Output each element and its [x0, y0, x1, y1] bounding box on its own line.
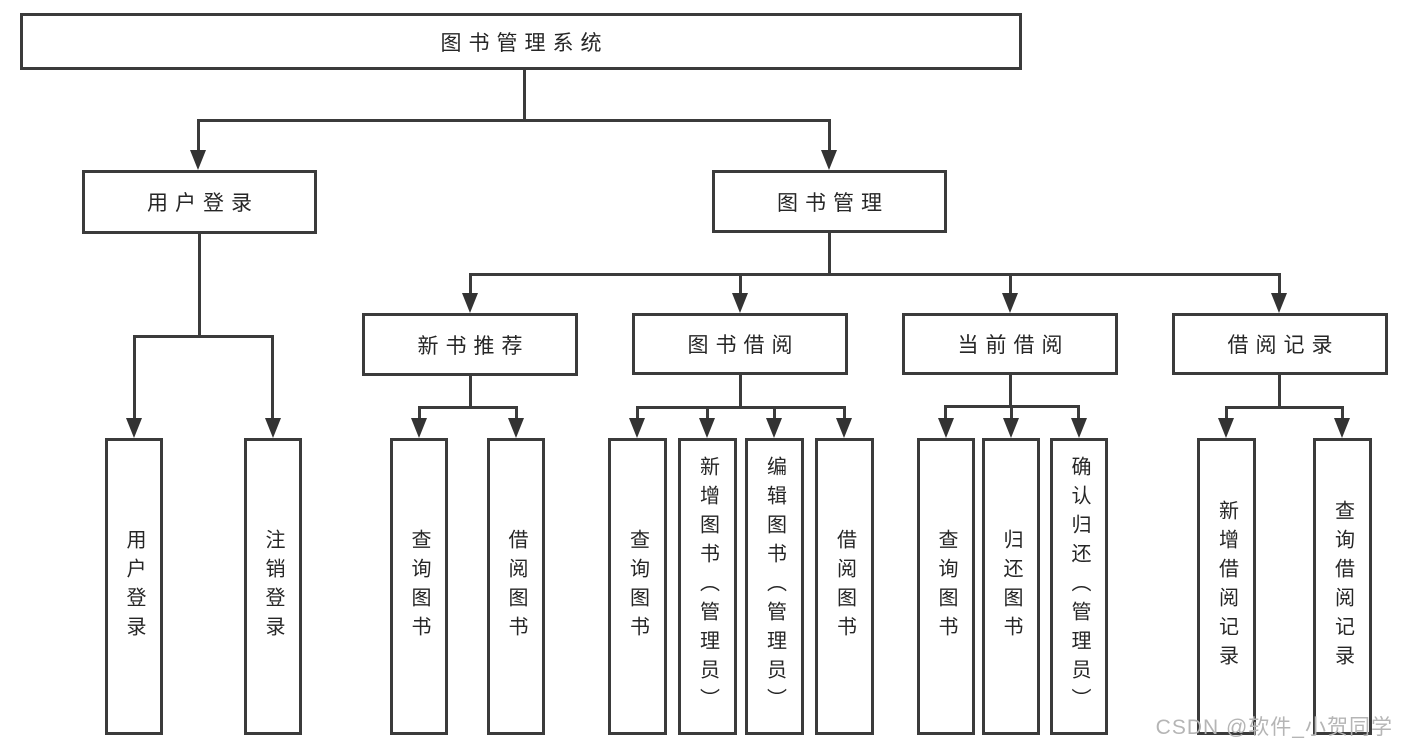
arrowhead-down-icon — [699, 418, 715, 438]
arrowhead-down-icon — [1271, 293, 1287, 313]
leaf-records-add-record-label: 新增借阅记录 — [1215, 499, 1238, 674]
connector-line — [706, 406, 709, 421]
leaf-records-query-record: 查询借阅记录 — [1313, 438, 1372, 735]
arrowhead-down-icon — [411, 418, 427, 438]
leaf-borrowing-edit-books-admin-label: 编辑图书（管理员） — [763, 456, 786, 717]
connector-line — [469, 273, 472, 297]
connector-line — [739, 375, 742, 409]
node-current-borrowing-label: 当前借阅 — [957, 334, 1070, 357]
leaf-current-query-books: 查询图书 — [917, 438, 975, 735]
leaf-borrowing-add-books-admin-label: 新增图书（管理员） — [696, 456, 719, 717]
leaf-user-login: 用户登录 — [105, 438, 163, 735]
arrowhead-down-icon — [629, 418, 645, 438]
connector-line — [1278, 273, 1281, 297]
leaf-newbook-query-books: 查询图书 — [390, 438, 448, 735]
connector-line — [1009, 273, 1012, 297]
arrowhead-down-icon — [190, 150, 206, 170]
leaf-borrowing-query-books-label: 查询图书 — [626, 528, 649, 645]
arrowhead-down-icon — [462, 293, 478, 313]
leaf-borrowing-borrow-books-label: 借阅图书 — [833, 528, 856, 645]
node-new-book-recommend: 新书推荐 — [362, 313, 578, 376]
connector-line — [1225, 406, 1228, 421]
connector-line — [197, 119, 200, 153]
node-root-label: 图书管理系统 — [440, 31, 609, 55]
arrowhead-down-icon — [1003, 418, 1019, 438]
node-book-borrowing-label: 图书借阅 — [687, 334, 800, 357]
node-borrowing-records-label: 借阅记录 — [1227, 334, 1340, 357]
arrowhead-down-icon — [836, 418, 852, 438]
leaf-user-login-label: 用户登录 — [123, 528, 145, 645]
arrowhead-down-icon — [732, 293, 748, 313]
leaf-borrowing-edit-books-admin: 编辑图书（管理员） — [745, 438, 804, 735]
leaf-records-query-record-label: 查询借阅记录 — [1331, 499, 1354, 674]
connector-line — [1010, 405, 1013, 421]
connector-line — [418, 406, 421, 421]
node-current-borrowing: 当前借阅 — [902, 313, 1118, 375]
connector-line — [1278, 375, 1281, 409]
arrowhead-down-icon — [508, 418, 524, 438]
connector-line — [773, 406, 776, 421]
arrowhead-down-icon — [821, 150, 837, 170]
leaf-current-return-books: 归还图书 — [982, 438, 1040, 735]
leaf-newbook-borrow-books-label: 借阅图书 — [505, 528, 527, 645]
arrowhead-down-icon — [1334, 418, 1350, 438]
connector-line — [739, 273, 742, 297]
leaf-logout: 注销登录 — [244, 438, 302, 735]
node-root: 图书管理系统 — [20, 13, 1022, 70]
connector-line — [1009, 375, 1012, 408]
arrowhead-down-icon — [938, 418, 954, 438]
connector-line — [133, 335, 274, 338]
arrowhead-down-icon — [766, 418, 782, 438]
connector-line — [843, 406, 846, 421]
leaf-current-confirm-return-admin: 确认归还（管理员） — [1050, 438, 1108, 735]
leaf-newbook-query-books-label: 查询图书 — [408, 528, 430, 645]
connector-line — [1225, 406, 1343, 409]
connector-line — [271, 335, 274, 421]
node-user-login: 用户登录 — [82, 170, 317, 234]
connector-line — [197, 119, 831, 122]
leaf-records-add-record: 新增借阅记录 — [1197, 438, 1256, 735]
leaf-current-return-books-label: 归还图书 — [1000, 528, 1022, 645]
arrowhead-down-icon — [265, 418, 281, 438]
connector-line — [828, 119, 831, 153]
connector-line — [198, 234, 201, 337]
connector-line — [133, 335, 136, 421]
connector-line — [1077, 405, 1080, 421]
arrowhead-down-icon — [1002, 293, 1018, 313]
leaf-newbook-borrow-books: 借阅图书 — [487, 438, 545, 735]
connector-line — [469, 376, 472, 409]
node-user-login-label: 用户登录 — [147, 192, 259, 215]
leaf-logout-label: 注销登录 — [262, 528, 284, 645]
leaf-current-query-books-label: 查询图书 — [935, 528, 957, 645]
watermark: CSDN @软件_小贺同学 — [1155, 716, 1393, 739]
node-new-book-recommend-label: 新书推荐 — [417, 334, 530, 358]
node-book-borrowing: 图书借阅 — [632, 313, 848, 375]
leaf-current-confirm-return-admin-label: 确认归还（管理员） — [1068, 456, 1090, 717]
node-borrowing-records: 借阅记录 — [1172, 313, 1388, 375]
connector-line — [1341, 406, 1344, 421]
arrowhead-down-icon — [126, 418, 142, 438]
leaf-borrowing-add-books-admin: 新增图书（管理员） — [678, 438, 737, 735]
node-book-management-label: 图书管理 — [777, 191, 889, 215]
connector-line — [523, 70, 526, 121]
node-book-management: 图书管理 — [712, 170, 947, 233]
arrowhead-down-icon — [1071, 418, 1087, 438]
leaf-borrowing-borrow-books: 借阅图书 — [815, 438, 874, 735]
connector-line — [515, 406, 518, 421]
leaf-borrowing-query-books: 查询图书 — [608, 438, 667, 735]
connector-line — [828, 233, 831, 276]
connector-line — [944, 405, 947, 421]
connector-line — [636, 406, 639, 421]
arrowhead-down-icon — [1218, 418, 1234, 438]
connector-line — [636, 406, 846, 409]
connector-line — [469, 273, 1281, 276]
connector-line — [418, 406, 518, 409]
